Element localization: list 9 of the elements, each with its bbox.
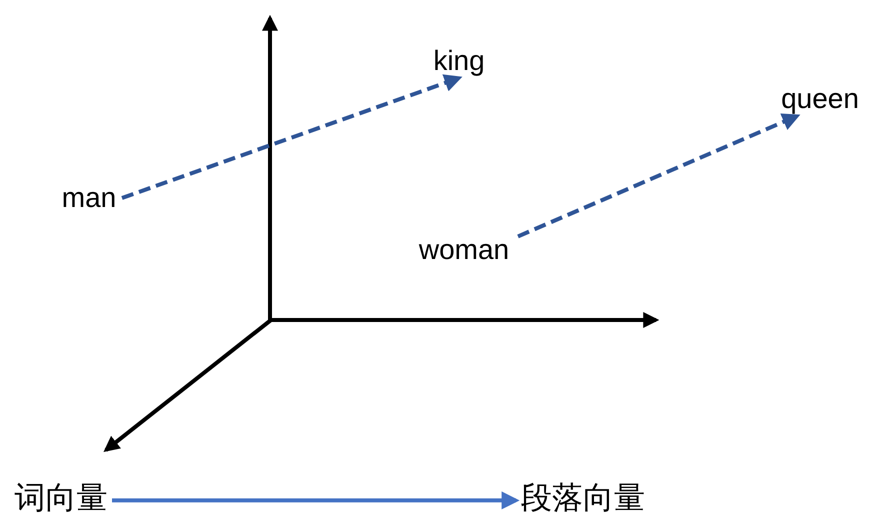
word-label: king	[428, 44, 490, 78]
dashed-arrow	[121, 74, 462, 200]
word-label: 段落向量	[516, 480, 650, 514]
word-label: 词向量	[10, 480, 112, 514]
arrow	[112, 491, 520, 510]
dashed-arrow	[517, 113, 800, 238]
word-label: man	[56, 181, 122, 215]
word-label: woman	[410, 233, 518, 267]
word-label: queen	[774, 82, 866, 116]
